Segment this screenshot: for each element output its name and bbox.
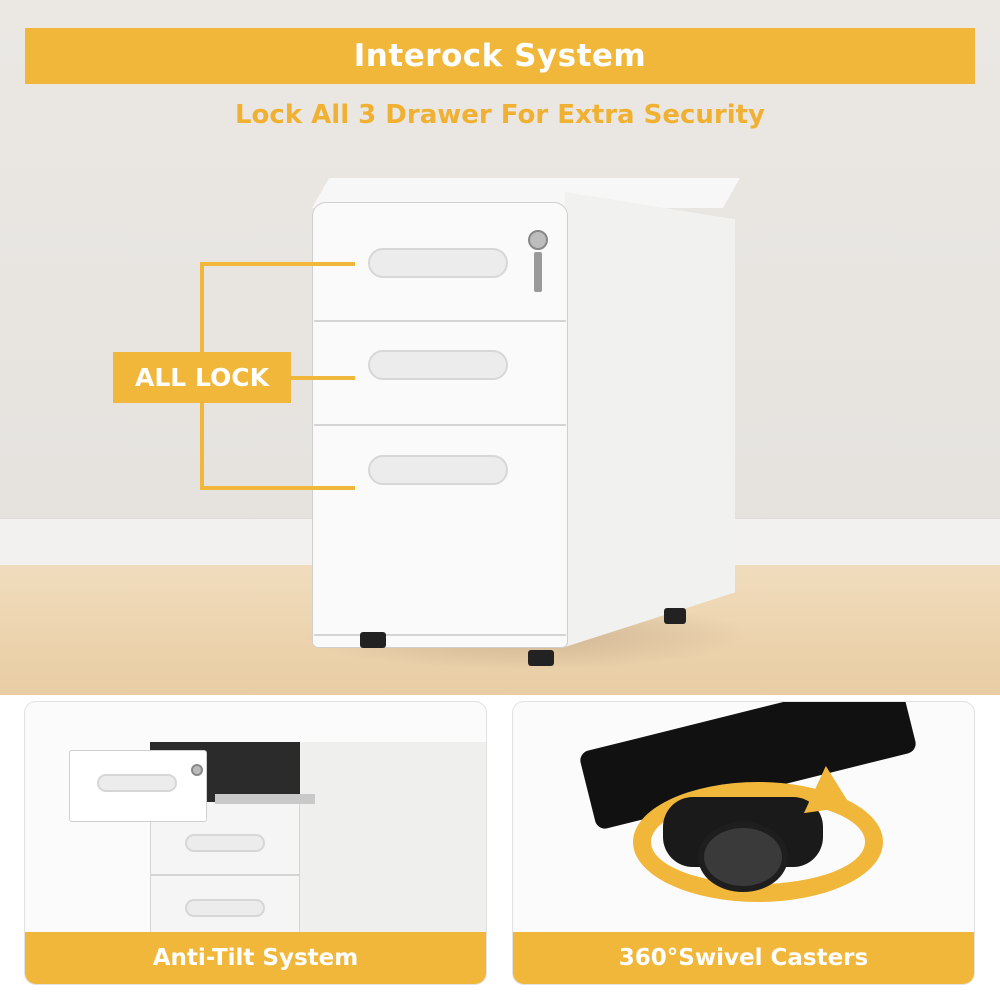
- caster-wheel: [698, 822, 788, 892]
- panel-caption: Anti-Tilt System: [25, 932, 486, 984]
- drawer-handle-top: [368, 248, 508, 278]
- panel-caption: 360°Swivel Casters: [513, 932, 974, 984]
- drawer-handle: [185, 899, 265, 917]
- anti-tilt-panel: Anti-Tilt System: [24, 701, 487, 985]
- swivel-casters-panel: 360°Swivel Casters: [512, 701, 975, 985]
- drawer-bottom: [314, 426, 566, 636]
- bracket-line: [200, 486, 355, 490]
- cabinet-side: [565, 192, 735, 647]
- lock-icon: [528, 230, 548, 250]
- bracket-line: [200, 262, 355, 266]
- drawer-handle-bottom: [368, 455, 508, 485]
- mini-cabinet-side: [300, 742, 486, 942]
- subtitle: Lock All 3 Drawer For Extra Security: [234, 100, 766, 130]
- caster-foot: [664, 608, 686, 624]
- drawer-handle: [185, 834, 265, 852]
- lock-icon: [191, 764, 203, 776]
- all-lock-badge: ALL LOCK: [113, 352, 291, 403]
- drawer-handle-middle: [368, 350, 508, 380]
- caster-foot: [528, 650, 554, 666]
- key-icon: [534, 252, 542, 292]
- drawer-rail: [215, 794, 315, 804]
- title-banner: Interock System: [25, 28, 975, 84]
- drawer-handle: [97, 774, 177, 792]
- drawer-middle: [314, 322, 566, 426]
- caster-foot: [360, 632, 386, 648]
- mini-drawer-middle: [150, 812, 300, 876]
- drawer-top: [314, 205, 566, 322]
- product-scene: Interock System Lock All 3 Drawer For Ex…: [0, 0, 1000, 695]
- banner-title: Interock System: [353, 38, 647, 74]
